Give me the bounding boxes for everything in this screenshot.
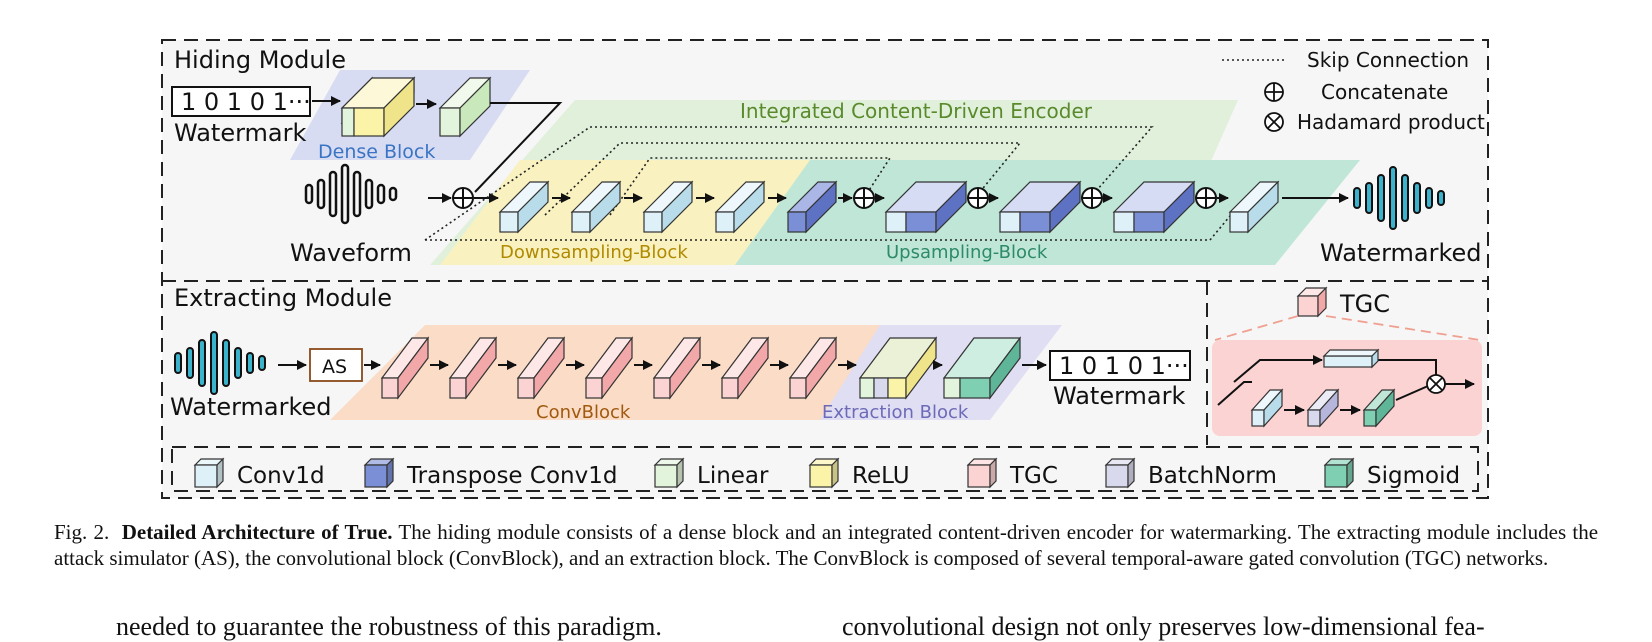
legend-label-1: Conv1d: [237, 463, 325, 489]
dense-block-label: Dense Block: [318, 141, 435, 163]
conv1d-cube-out: [1228, 180, 1280, 234]
upsampling-cube-2: [998, 180, 1082, 234]
legend-swatch-5: [966, 457, 998, 489]
legend-swatch-6: [1104, 457, 1136, 489]
convblock-label: ConvBlock: [536, 402, 631, 423]
bottom-legend: Conv1d Transpose Conv1d Linear ReLU TGC Batch…: [193, 457, 1460, 489]
tgc-hadamard-icon: [1426, 374, 1446, 394]
watermarked-waveform-icon: [1353, 166, 1445, 230]
concat-symbol-3: [1081, 187, 1103, 209]
tgc-batchnorm-cube: [1306, 388, 1340, 428]
caption-prefix: Fig. 2.: [54, 520, 110, 544]
tgc-title: TGC: [1339, 290, 1390, 318]
extract-watermarked-label: Watermarked: [170, 393, 332, 421]
tgc-top-linear-cube: [1322, 348, 1380, 369]
encoder-label: Integrated Content-Driven Encoder: [740, 99, 1093, 123]
conv1d-cube-2: [570, 180, 622, 234]
legend-swatch-2: [363, 457, 395, 489]
attack-simulator-label: AS: [322, 356, 347, 378]
hadamard-legend-icon: [1264, 112, 1284, 132]
dense-block-cube-1: [340, 76, 416, 138]
tgc-cube-5: [652, 336, 702, 400]
extract-watermark-label: Watermark: [1053, 382, 1185, 410]
skip-legend-label: Skip Connection: [1307, 48, 1469, 72]
legend-label-2: Transpose Conv1d: [406, 463, 617, 489]
extraction-cube-2: [942, 336, 1022, 400]
tgc-zoom-line-right: [1325, 315, 1481, 341]
dense-block-cube-2: [438, 76, 492, 138]
conv1d-cube-4: [714, 180, 766, 234]
tgc-sigmoid-cube: [1362, 388, 1396, 428]
tgc-conv-cube: [1250, 388, 1284, 428]
conv1d-cube-3: [642, 180, 694, 234]
legend-swatch-3: [653, 457, 685, 489]
attack-simulator-box: [309, 348, 363, 382]
tgc-cube-1: [380, 336, 430, 400]
concat-symbol-1: [853, 187, 875, 209]
concat-legend-icon: [1264, 82, 1284, 102]
body-text-left: needed to guarantee the robustness of th…: [116, 612, 662, 641]
body-text-right: convolutional design not only preserves …: [842, 612, 1485, 641]
legend-label-5: TGC: [1009, 463, 1058, 489]
downsampling-label: Downsampling-Block: [500, 242, 688, 263]
concat-symbol-4: [1195, 187, 1217, 209]
upsampling-label: Upsampling-Block: [886, 242, 1048, 263]
hiding-module-title: Hiding Module: [174, 46, 346, 74]
tgc-cube-3: [516, 336, 566, 400]
concat-symbol-2: [967, 187, 989, 209]
legend-label-6: BatchNorm: [1148, 463, 1277, 489]
concat-symbol: [452, 187, 474, 209]
extract-watermarked-waveform-icon: [174, 331, 266, 395]
waveform-label: Waveform: [290, 239, 412, 267]
legend-label-3: Linear: [697, 463, 769, 489]
upsampling-cube-3: [1112, 180, 1196, 234]
caption-text: The hiding module consists of a dense bl…: [54, 520, 1599, 570]
extract-watermark-bits-box: [1049, 350, 1191, 381]
extraction-cube-1: [858, 336, 938, 400]
tgc-detail-panel: [1212, 340, 1482, 436]
architecture-diagram: Hiding Module 1 0 1 0 1··· Watermark Den…: [161, 39, 1489, 499]
waveform-icon: [304, 163, 398, 225]
caption-title: Detailed Architecture of True.: [121, 520, 393, 544]
legend-swatch-1: [193, 457, 225, 489]
dense-to-concat-line: [474, 102, 563, 193]
figure-caption: Fig. 2. Detailed Architecture of True. T…: [54, 519, 1598, 571]
watermark-label: Watermark: [174, 119, 306, 147]
extracting-module-title: Extracting Module: [174, 284, 392, 312]
transpose-conv-cube-1: [786, 180, 838, 234]
legend-label-7: Sigmoid: [1367, 463, 1460, 489]
watermark-bits-box: [171, 86, 311, 117]
hadamard-legend-label: Hadamard product: [1297, 110, 1485, 134]
tgc-cube-2: [448, 336, 498, 400]
legend-label-4: ReLU: [852, 463, 910, 489]
tgc-to-hadamard: [1395, 385, 1429, 401]
legend-swatch-7: [1323, 457, 1355, 489]
tgc-cube-7: [788, 336, 838, 400]
concat-legend-label: Concatenate: [1321, 80, 1448, 104]
tgc-cube-6: [720, 336, 770, 400]
watermark-bits: 1 0 1 0 1···: [181, 88, 311, 116]
tgc-zoom-line-left: [1214, 315, 1299, 341]
watermarked-label: Watermarked: [1320, 239, 1482, 267]
tgc-title-cube: [1296, 286, 1328, 318]
legend-swatch-4: [808, 457, 840, 489]
upsampling-cube-1: [884, 180, 968, 234]
extract-watermark-bits: 1 0 1 0 1···: [1059, 352, 1189, 380]
tgc-cube-4: [584, 336, 634, 400]
conv1d-cube-1: [498, 180, 550, 234]
extraction-block-label: Extraction Block: [822, 402, 969, 423]
